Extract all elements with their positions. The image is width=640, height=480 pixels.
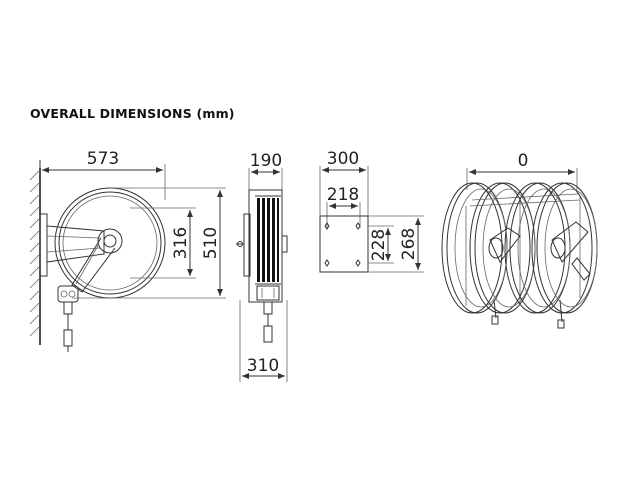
dim-front-bottom-width: 310 (247, 356, 279, 376)
dim-side-width: 573 (87, 149, 119, 169)
dim-side-inner-height: 316 (171, 227, 191, 259)
front-view: 190 310 (236, 151, 288, 382)
side-view: 573 316 510 (29, 149, 226, 352)
page-title: OVERALL DIMENSIONS (mm) (30, 106, 235, 121)
dim-double-spacing: 0 (518, 151, 529, 171)
dim-front-top-width: 190 (250, 151, 282, 171)
dim-plate-inner-width: 218 (327, 185, 359, 205)
dim-side-outer-height: 510 (201, 227, 221, 259)
dim-plate-outer-width: 300 (327, 149, 359, 169)
reel-outer (54, 187, 166, 299)
dim-plate-inner-height: 228 (369, 229, 389, 261)
double-reel-view: 0 (441, 151, 598, 329)
wall-hatch (29, 169, 41, 337)
dim-plate-outer-height: 268 (399, 228, 419, 260)
mounting-plate-view: 300 218 228 268 (319, 149, 424, 273)
